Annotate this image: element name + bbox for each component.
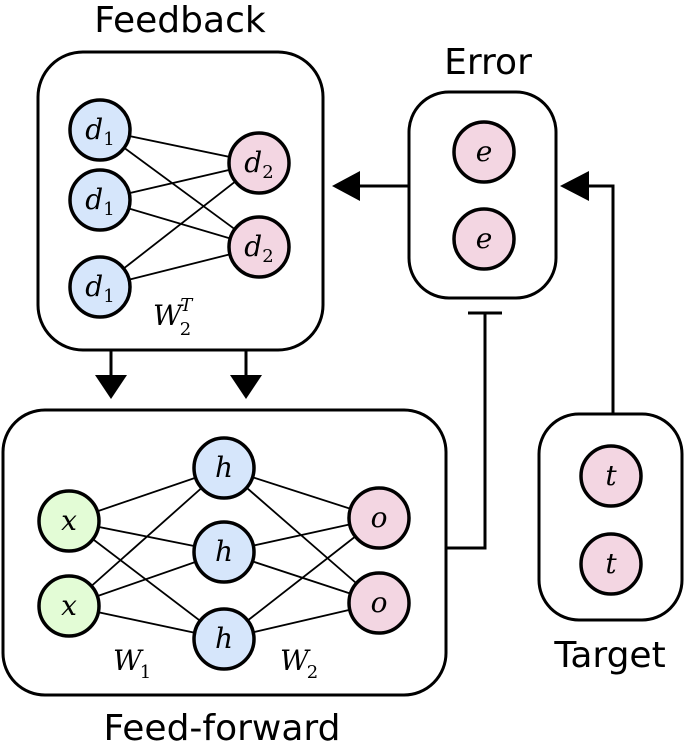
- hidden-node-1: h: [192, 520, 256, 584]
- output-node-0: o: [347, 486, 411, 550]
- feedback-edge-2-0: [99, 162, 260, 288]
- feedback-title: Feedback: [94, 0, 266, 41]
- input-node-1-label: x: [61, 589, 77, 622]
- target-node-1-circle: [579, 532, 643, 596]
- arrowhead-left-1: [332, 171, 360, 201]
- feedback-node-d1-1-label: d1: [85, 183, 114, 220]
- arrowhead-left-2: [560, 171, 589, 201]
- feedback-node-d1-0-circle: [68, 98, 132, 162]
- arrowhead-down-2: [230, 375, 262, 399]
- nodes: d1 d1 d1 d2 d2 e e x x h h h o o t t: [37, 98, 643, 671]
- feedback-node-d1-2-circle: [68, 255, 132, 319]
- feedforward-title: Feed-forward: [104, 708, 341, 746]
- feedback-edge-0-1: [99, 129, 260, 248]
- feedback-node-d1-1: d1: [68, 168, 132, 232]
- target-node-1-label: t: [605, 547, 617, 580]
- output-node-1: o: [347, 571, 411, 635]
- ff-to-error-wire: [446, 313, 487, 550]
- hidden-node-0: h: [192, 436, 256, 500]
- target-title: Target: [553, 635, 665, 676]
- w1-label: W1: [113, 644, 151, 683]
- feedback-weight-label: W2T: [153, 295, 194, 340]
- arrowhead-down-1: [95, 375, 127, 399]
- error-panel: [407, 90, 558, 300]
- output-node-0-label: o: [371, 501, 388, 534]
- target-node-0-label: t: [605, 459, 617, 492]
- target-node-0-circle: [579, 444, 643, 508]
- error-title: Error: [444, 42, 532, 83]
- error-node-1-label: e: [476, 222, 493, 255]
- hidden-node-1-label: h: [215, 535, 233, 568]
- hidden-node-2-label: h: [215, 622, 233, 655]
- hidden-node-0-circle: [192, 436, 256, 500]
- w1-edge-0-2: [68, 520, 225, 640]
- output-node-1-circle: [347, 571, 411, 635]
- feedback-node-d2-1-label: d2: [244, 230, 273, 267]
- hidden-node-2: h: [192, 607, 256, 671]
- input-node-1-circle: [37, 574, 101, 638]
- hidden-node-1-circle: [192, 520, 256, 584]
- input-node-0: x: [37, 489, 101, 553]
- feedback-node-d1-0-label: d1: [85, 113, 114, 150]
- feedback-node-d1-2-label: d1: [85, 270, 114, 307]
- target-panel: [537, 412, 684, 622]
- feedback-node-d1-0: d1: [68, 98, 132, 162]
- output-node-0-circle: [347, 486, 411, 550]
- w2-label: W2: [280, 644, 318, 683]
- feedback-node-d2-0-circle: [227, 131, 291, 195]
- error-node-1: e: [452, 207, 516, 271]
- input-node-0-circle: [37, 489, 101, 553]
- w1-edge-1-0: [68, 467, 225, 607]
- hidden-node-0-label: h: [215, 451, 233, 484]
- input-node-0-label: x: [61, 504, 77, 537]
- feedback-node-d2-0-label: d2: [244, 146, 273, 183]
- feedback-node-d1-2: d1: [68, 255, 132, 319]
- error-node-0-label: e: [476, 135, 493, 168]
- connectors: [95, 171, 615, 550]
- feedback-node-d2-1-circle: [227, 215, 291, 279]
- feedback-node-d2-1: d2: [227, 215, 291, 279]
- target-node-0: t: [579, 444, 643, 508]
- w2-edge-2-0: [223, 517, 380, 640]
- feedback-node-d2-0: d2: [227, 131, 291, 195]
- target-node-1: t: [579, 532, 643, 596]
- error-node-0-circle: [452, 120, 516, 184]
- output-node-1-label: o: [371, 586, 388, 619]
- feedback-node-d1-1-circle: [68, 168, 132, 232]
- input-node-1: x: [37, 574, 101, 638]
- target-to-error-wire: [586, 184, 615, 414]
- hidden-node-2-circle: [192, 607, 256, 671]
- error-node-0: e: [452, 120, 516, 184]
- error-node-1-circle: [452, 207, 516, 271]
